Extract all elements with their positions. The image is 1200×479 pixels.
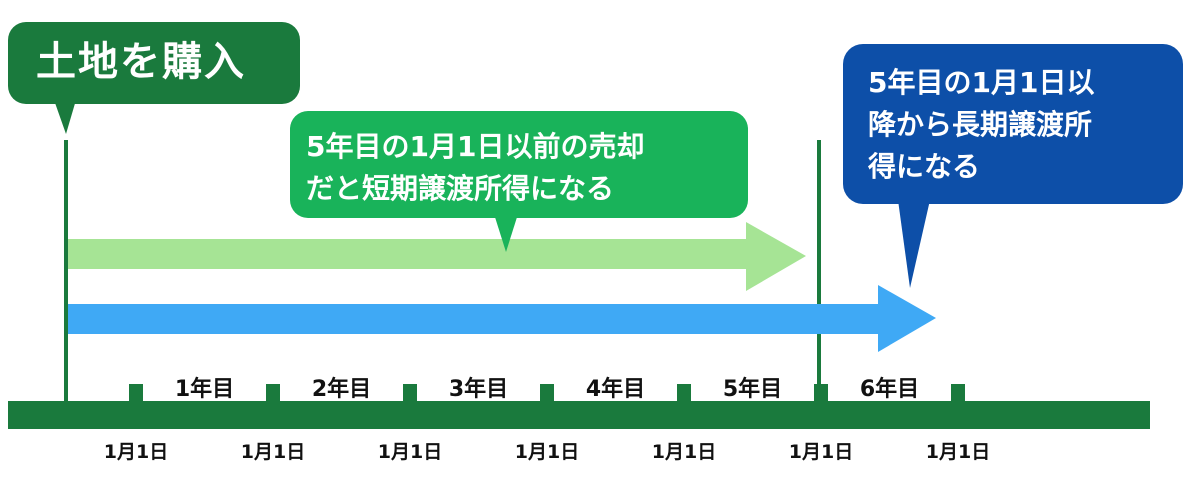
short-term-arrow-shaft xyxy=(68,239,748,269)
year-label-3: 3年目 xyxy=(448,377,509,402)
long-term-callout-pointer xyxy=(898,200,930,288)
short-term-note: 5年目の1月1日以前の売却 だと短期譲渡所得になる xyxy=(306,126,644,210)
date-label-5: 1月1日 xyxy=(651,441,717,463)
date-label-2: 1月1日 xyxy=(240,441,306,463)
year5-boundary-line xyxy=(817,140,821,402)
timeline-tick-6 xyxy=(814,384,828,404)
long-term-arrow-shaft xyxy=(68,304,880,334)
timeline-tick-1 xyxy=(129,384,143,404)
timeline-tick-4 xyxy=(540,384,554,404)
long-term-note-line-2: 降から長期譲渡所 xyxy=(868,108,1093,141)
purchase-line xyxy=(64,140,68,402)
purchase-label: 土地を購入 xyxy=(36,39,246,85)
short-term-callout-box xyxy=(290,111,748,218)
timeline-tick-5 xyxy=(677,384,691,404)
date-label-1: 1月1日 xyxy=(103,441,169,463)
timeline-ticks xyxy=(129,384,965,404)
long-term-note-line-3: 得になる xyxy=(868,150,981,183)
timeline-baseline xyxy=(8,401,1150,429)
purchase-callout-box xyxy=(8,22,300,104)
date-label-3: 1月1日 xyxy=(377,441,443,463)
date-label-4: 1月1日 xyxy=(514,441,580,463)
long-term-note-line-1: 5年目の1月1日以 xyxy=(868,66,1095,99)
purchase-callout-pointer xyxy=(54,100,76,134)
timeline-tick-3 xyxy=(403,384,417,404)
short-term-callout-pointer xyxy=(494,214,518,252)
timeline-tick-2 xyxy=(266,384,280,404)
year-label-2: 2年目 xyxy=(311,377,372,402)
date-label-6: 1月1日 xyxy=(788,441,854,463)
timeline-tick-7 xyxy=(951,384,965,404)
long-term-arrow-head xyxy=(878,285,936,352)
long-term-callout-box xyxy=(843,44,1183,204)
date-label-7: 1月1日 xyxy=(925,441,991,463)
year-label-5: 5年目 xyxy=(722,377,783,402)
year-label-1: 1年目 xyxy=(174,377,235,402)
short-term-note-line-2: だと短期譲渡所得になる xyxy=(306,172,615,205)
year-label-6: 6年目 xyxy=(859,377,920,402)
long-term-note: 5年目の1月1日以 降から長期譲渡所 得になる xyxy=(868,62,1094,188)
short-term-arrow-head xyxy=(746,222,806,291)
year-label-4: 4年目 xyxy=(585,377,646,402)
short-term-note-line-1: 5年目の1月1日以前の売却 xyxy=(306,130,645,163)
